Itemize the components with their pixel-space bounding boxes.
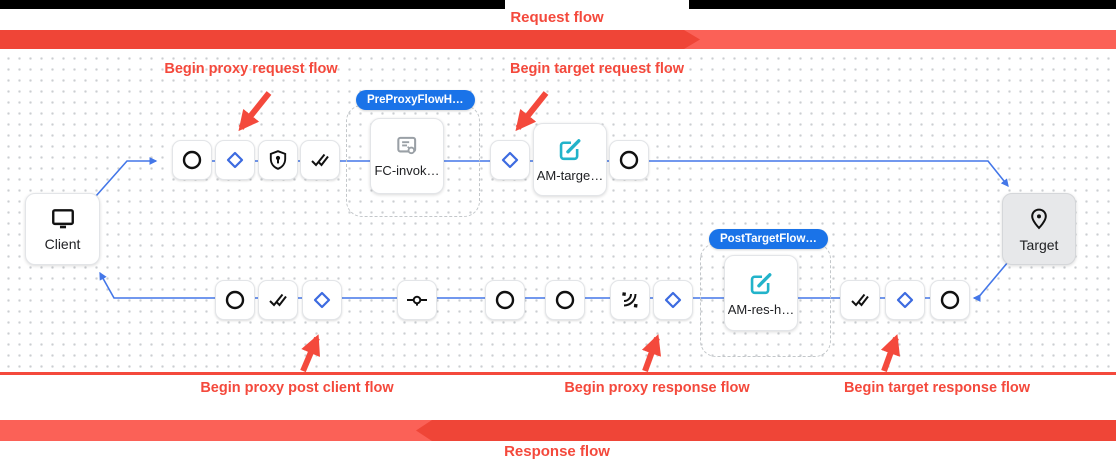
annotation-begin-target-request: Begin target request flow (509, 61, 685, 77)
target-request-end-step[interactable] (609, 140, 649, 180)
diamond-icon (224, 149, 246, 171)
circle-icon (554, 289, 576, 311)
target-endpoint-node[interactable]: Target (1002, 193, 1076, 265)
verify-api-key-policy-step[interactable] (258, 140, 298, 180)
circle-icon (939, 289, 961, 311)
inline-key-step[interactable] (397, 280, 437, 320)
annotation-baseline (0, 372, 1116, 375)
double-check-icon (267, 289, 289, 311)
diamond-icon (499, 149, 521, 171)
proxy-response-start-step[interactable] (485, 280, 525, 320)
post-target-flow-hook-badge[interactable]: PostTargetFlow… (709, 229, 828, 249)
pre-proxy-flow-hook-badge[interactable]: PreProxyFlowH… (356, 90, 475, 110)
client-endpoint-label: Client (44, 235, 81, 252)
target-response-check-step[interactable] (840, 280, 880, 320)
assign-message-response-policy-label: AM-res-h… (727, 301, 795, 317)
request-flow-bar (0, 30, 1116, 49)
post-client-end-step[interactable] (215, 280, 255, 320)
annotation-begin-proxy-request: Begin proxy request flow (164, 61, 338, 77)
diamond-icon (311, 289, 333, 311)
circle-icon (494, 289, 516, 311)
response-flow-bar (0, 420, 1116, 441)
top-border-bar-gap (505, 0, 689, 9)
target-request-flow-step[interactable] (490, 140, 530, 180)
proxy-request-start-step[interactable] (172, 140, 212, 180)
proxy-post-client-flow-step[interactable] (302, 280, 342, 320)
circle-icon (224, 289, 246, 311)
flow-callout-policy-label: FC-invok… (374, 163, 440, 178)
circle-icon (181, 149, 203, 171)
monitor-icon (50, 207, 76, 231)
flow-callout-icon (394, 134, 420, 158)
annotation-begin-target-response: Begin target response flow (843, 380, 1031, 396)
flow-callout-policy-node[interactable]: FC-invok… (370, 118, 454, 204)
response-flow-arrow (416, 420, 1116, 441)
target-response-flow-step[interactable] (885, 280, 925, 320)
request-flow-label: Request flow (510, 9, 604, 26)
circle-icon (618, 149, 640, 171)
double-check-icon (309, 149, 331, 171)
flow-editor-canvas[interactable] (0, 49, 1116, 372)
signal-step[interactable] (610, 280, 650, 320)
edit-icon (557, 136, 584, 163)
inline-key-icon (406, 289, 428, 311)
double-check-icon (849, 289, 871, 311)
assign-message-target-policy-label: AM-targe… (536, 168, 604, 183)
assign-message-target-policy-node[interactable]: AM-targe… (533, 123, 607, 196)
annotation-begin-proxy-post-client: Begin proxy post client flow (200, 380, 394, 396)
client-endpoint-node[interactable]: Client (25, 193, 100, 265)
proxy-request-end-step[interactable] (300, 140, 340, 180)
assign-message-response-policy-node[interactable]: AM-res-h… (724, 255, 808, 341)
shield-keyhole-icon (267, 149, 289, 171)
proxy-response-circle-step[interactable] (545, 280, 585, 320)
response-flow-label: Response flow (504, 443, 610, 460)
target-endpoint-label: Target (1019, 236, 1059, 253)
diamond-icon (894, 289, 916, 311)
target-response-start-step[interactable] (930, 280, 970, 320)
edit-icon (748, 270, 775, 297)
signal-waves-icon (619, 289, 641, 311)
diamond-icon (662, 289, 684, 311)
post-client-check-step[interactable] (258, 280, 298, 320)
annotation-begin-proxy-response: Begin proxy response flow (564, 380, 750, 396)
proxy-request-flow-step[interactable] (215, 140, 255, 180)
proxy-response-flow-step[interactable] (653, 280, 693, 320)
location-pin-icon (1027, 206, 1051, 232)
request-flow-arrow (0, 30, 700, 49)
